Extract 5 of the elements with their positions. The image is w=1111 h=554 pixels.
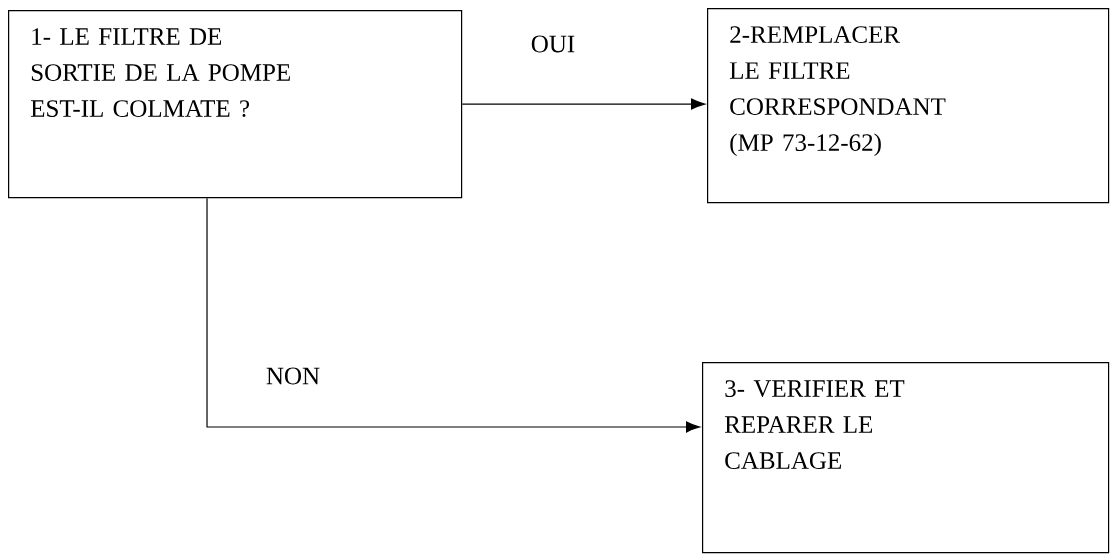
arrow	[206, 197, 701, 433]
process-box: 2-REMPLACER LE FILTRE CORRESPONDANT (MP 73-12-62)	[707, 8, 1110, 204]
arrow	[461, 98, 706, 110]
process-box: 1- LE FILTRE DE SORTIE DE LA POMPE EST-IL COLMATE ?	[8, 10, 463, 199]
process-box: 3- VERIFIER ET REPARER LE CABLAGE	[702, 362, 1110, 554]
